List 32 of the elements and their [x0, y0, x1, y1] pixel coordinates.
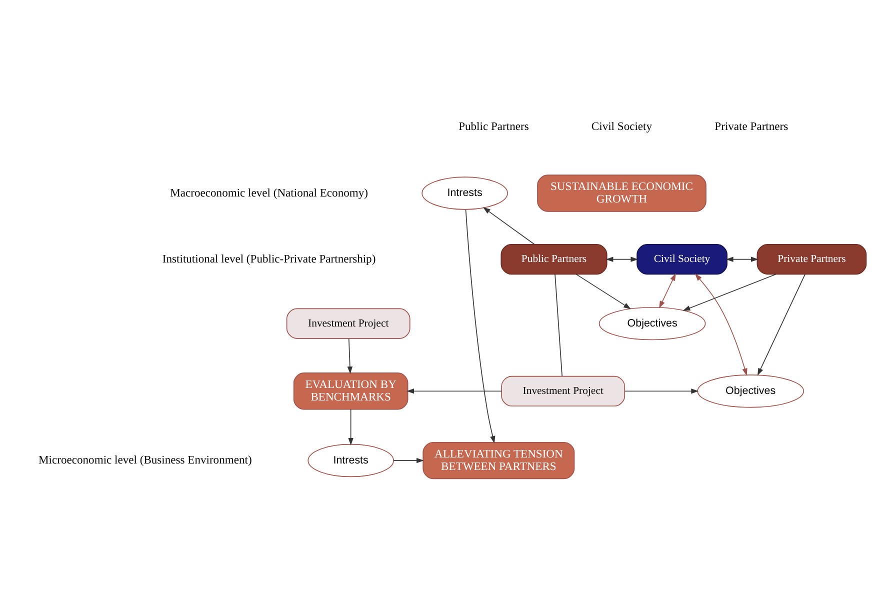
- arrow: [757, 274, 806, 376]
- label: Microeconomic level (Business Environment): [38, 454, 252, 467]
- arrow: [482, 207, 535, 245]
- node-box: Investment Project: [286, 308, 410, 339]
- arrow: [465, 209, 496, 444]
- node-box: ALLEVIATING TENSION BETWEEN PARTNERS: [422, 442, 575, 480]
- node-box: EVALUATION BY BENCHMARKS: [293, 372, 408, 410]
- arrow: [347, 338, 353, 374]
- label: Institutional level (Public-Private Partnership): [162, 252, 376, 266]
- arrow: [694, 274, 748, 376]
- node-box: Investment Project: [501, 376, 626, 406]
- connector: [554, 274, 563, 377]
- arrow: [406, 388, 502, 394]
- node-ellipse: Intrests: [422, 176, 508, 210]
- node-box: Civil Society: [636, 244, 728, 275]
- arrow: [393, 458, 424, 464]
- arrow: [624, 388, 699, 394]
- node-ellipse: Intrests: [308, 444, 394, 478]
- arrow: [348, 409, 354, 446]
- node-box: Public Partners: [500, 244, 608, 275]
- arrow: [606, 256, 638, 262]
- node-box: SUSTAINABLE ECONOMIC GROWTH: [537, 174, 706, 212]
- arrow: [726, 256, 758, 262]
- label: Private Partners: [714, 120, 788, 134]
- arrow: [576, 274, 632, 310]
- node-ellipse: Objectives: [697, 374, 804, 408]
- arrow: [659, 273, 676, 308]
- label: Macroeconomic level (National Economy): [170, 186, 368, 200]
- label: Public Partners: [458, 120, 529, 134]
- arrow: [682, 274, 776, 311]
- node-box: Private Partners: [756, 244, 867, 275]
- label: Civil Society: [591, 120, 652, 134]
